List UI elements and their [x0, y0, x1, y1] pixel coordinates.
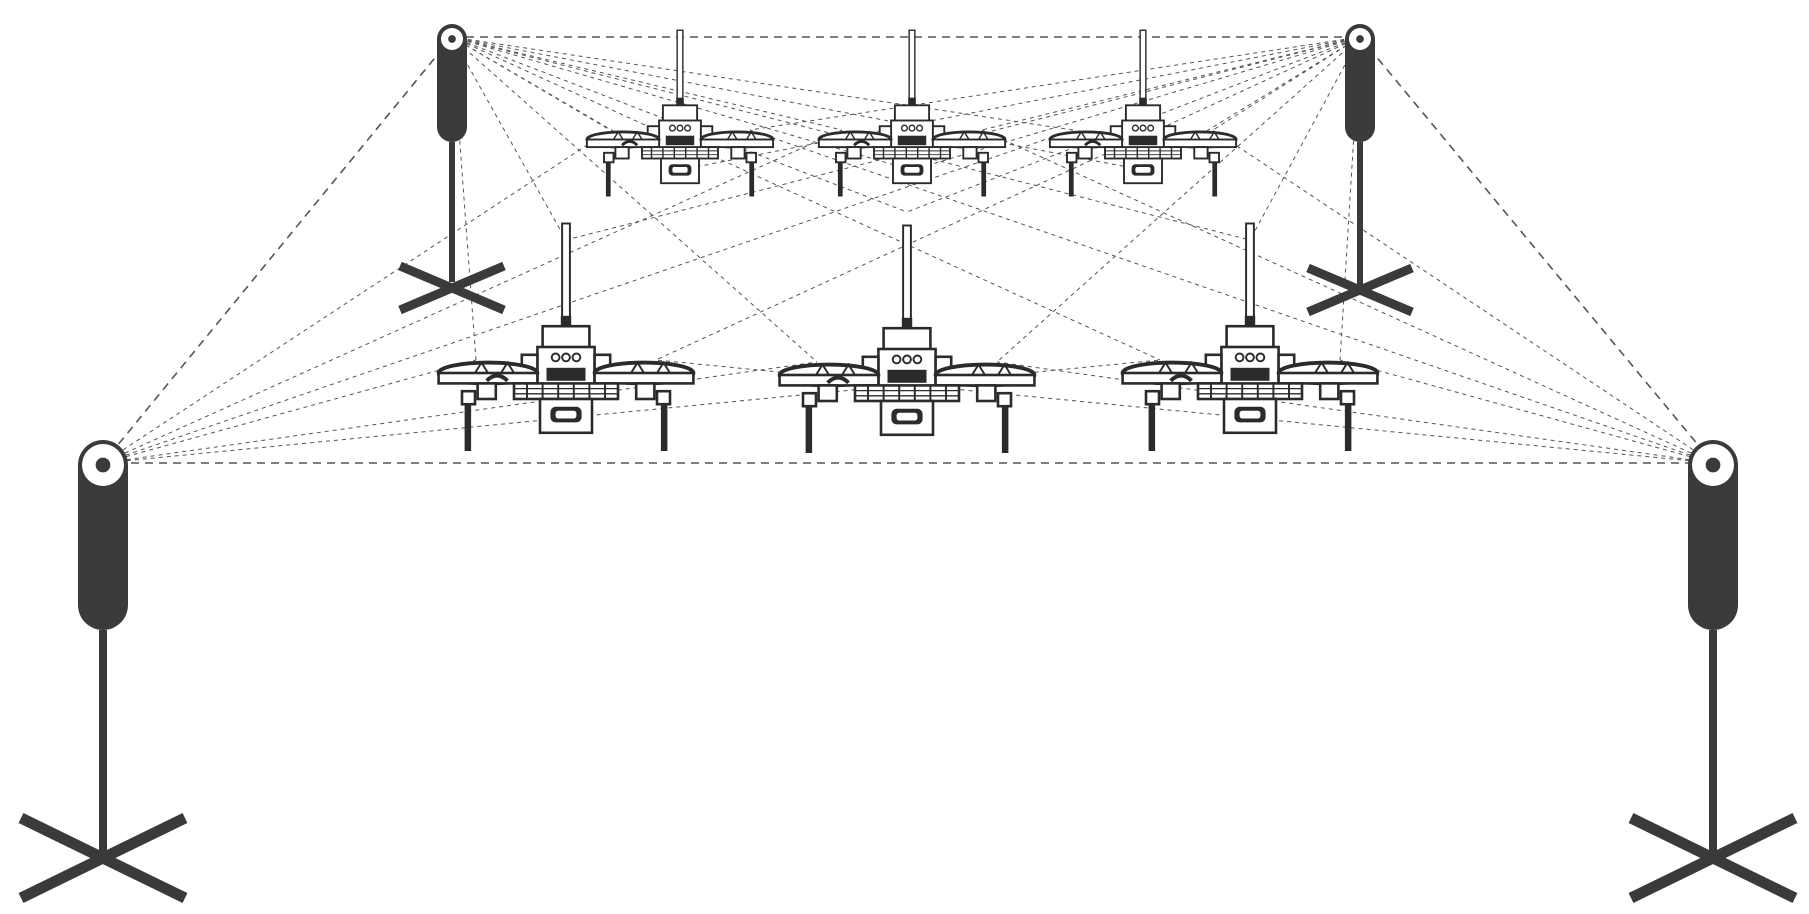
camera-stand-icon [1306, 24, 1414, 317]
tracking-line [1249, 36, 1361, 241]
tracking-line [451, 36, 567, 241]
tracking-line [451, 36, 477, 361]
quadcopter-icon [777, 223, 1037, 455]
quadcopter-icon [1120, 221, 1380, 453]
tracking-line [679, 36, 1361, 171]
tracking-line [655, 359, 1714, 464]
tracking-line [102, 129, 611, 464]
tracking-line [1142, 36, 1361, 171]
tracking-line [451, 36, 843, 131]
camera-stands [18, 24, 1798, 903]
drone-formation [436, 28, 1380, 455]
tracking-line [981, 36, 1361, 131]
tracking-line [102, 359, 477, 464]
tracking-line [102, 129, 843, 464]
tracking-line [102, 361, 818, 464]
tracking-line [1212, 36, 1361, 131]
stand-link-line [102, 36, 453, 464]
quadcopter-icon [436, 221, 696, 453]
tracking-line [911, 36, 1361, 171]
tracking-line [749, 36, 1361, 131]
quadcopter-icon [585, 28, 775, 198]
tracking-line [102, 359, 1161, 464]
tracking-line [996, 36, 1361, 363]
tracking-line [451, 36, 1074, 131]
camera-stand-icon [398, 24, 506, 315]
stand-link-line [1359, 36, 1714, 464]
tracking-line [996, 361, 1714, 464]
quadcopter-icon [1048, 28, 1238, 198]
tracking-line [655, 36, 1361, 361]
tracking-line [451, 36, 1161, 361]
camera-stand-icon [1628, 440, 1798, 903]
tracking-line [1339, 359, 1714, 464]
camera-stand-icon [18, 440, 188, 903]
tracking-line [1339, 36, 1361, 361]
tracking-line [102, 129, 1074, 464]
tracking-line [451, 36, 818, 363]
tracking-line [451, 36, 1144, 171]
tracking-line [749, 129, 1714, 464]
tracking-line [1212, 129, 1714, 464]
